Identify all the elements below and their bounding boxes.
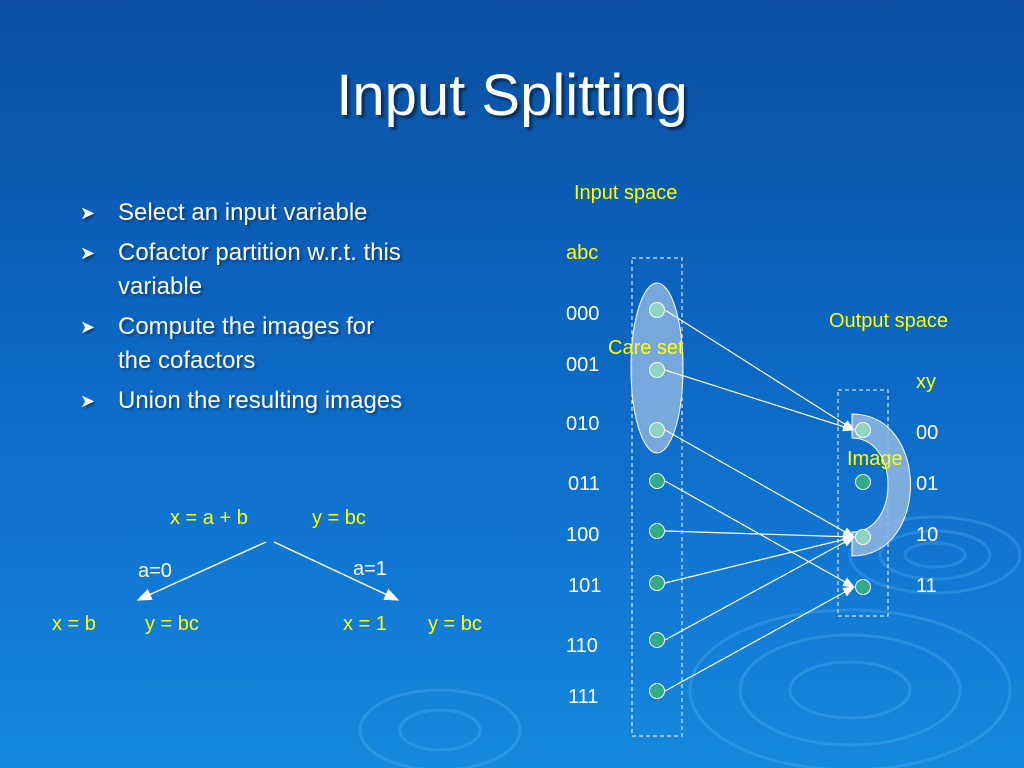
output-space-label: Output space	[829, 310, 948, 332]
bullet-item: ➤ Select an input variable	[80, 196, 480, 230]
mapping-arrow-110-to-10	[664, 536, 856, 641]
tree-edge-left-label: a=0	[138, 560, 172, 582]
bullet-text: Compute the images for	[118, 313, 375, 340]
output-label-11: 11	[916, 575, 937, 597]
mapping-arrow-101-to-10	[664, 534, 856, 584]
input-label-010: 010	[566, 413, 599, 435]
care-set-label: Care set	[608, 337, 684, 359]
input-label-001: 001	[566, 354, 599, 376]
mapping-arrow-001-to-00	[664, 369, 856, 432]
output-label-01: 01	[916, 473, 938, 495]
output-node-00	[855, 422, 871, 438]
tree-right-x: x = 1	[343, 613, 387, 635]
bullet-item: ➤ Cofactor partition w.r.t. this variable	[80, 236, 480, 304]
bullet-item: ➤ Compute the images for the cofactors	[80, 310, 480, 378]
input-label-000: 000	[566, 303, 599, 325]
tree-left-x: x = b	[52, 613, 96, 635]
input-header: abc	[566, 242, 598, 264]
input-node-000	[649, 302, 665, 318]
tree-right-y: y = bc	[428, 613, 482, 635]
mapping-arrow-000-to-00	[664, 309, 856, 431]
mapping-nodes	[649, 302, 871, 699]
input-space-label: Input space	[574, 182, 677, 204]
bullet-text-cont: variable	[118, 273, 203, 300]
tree-left-y: y = bc	[145, 613, 199, 635]
input-node-111	[649, 683, 665, 699]
input-label-011: 011	[568, 473, 600, 495]
input-label-111: 111	[568, 686, 598, 708]
arrow-bullet-icon: ➤	[80, 243, 96, 263]
slide-title: Input Splitting	[336, 63, 688, 128]
arrow-bullet-icon: ➤	[80, 391, 96, 411]
mapping-arrow-010-to-10	[664, 429, 856, 538]
bullet-text-cont: the cofactors	[118, 347, 256, 374]
mapping-arrows	[664, 309, 856, 692]
input-node-010	[649, 422, 665, 438]
tree-root-x: x = a + b	[170, 507, 248, 529]
bullet-list: ➤ Select an input variable ➤ Cofactor part…	[80, 196, 480, 424]
input-node-110	[649, 632, 665, 648]
input-space-box	[631, 257, 683, 737]
bullet-item: ➤ Union the resulting images	[80, 384, 480, 418]
arrow-bullet-icon: ➤	[80, 317, 96, 337]
output-label-10: 10	[916, 524, 938, 546]
input-node-101	[649, 575, 665, 591]
arrow-bullet-icon: ➤	[80, 203, 96, 223]
input-node-011	[649, 473, 665, 489]
mapping-arrow-100-to-10	[664, 530, 856, 542]
input-label-101: 101	[568, 575, 601, 597]
mapping-arrow-111-to-11	[664, 586, 856, 692]
bullet-text: Cofactor partition w.r.t. this	[118, 239, 401, 266]
output-node-01	[855, 474, 871, 490]
input-node-100	[649, 523, 665, 539]
bullet-text: Union the resulting images	[118, 387, 403, 414]
input-node-001	[649, 362, 665, 378]
bullet-text: Select an input variable	[118, 199, 368, 226]
tree-edge-left	[136, 541, 267, 601]
output-node-10	[855, 529, 871, 545]
image-region	[851, 413, 911, 557]
tree-edge-right-label: a=1	[353, 558, 387, 580]
output-node-11	[855, 579, 871, 595]
tree-edge-right	[273, 541, 400, 601]
tree-root-y: y = bc	[312, 507, 366, 529]
input-label-110: 110	[566, 635, 598, 657]
output-label-00: 00	[916, 422, 938, 444]
input-label-100: 100	[566, 524, 599, 546]
output-header: xy	[916, 371, 936, 393]
image-label: Image	[847, 448, 903, 470]
